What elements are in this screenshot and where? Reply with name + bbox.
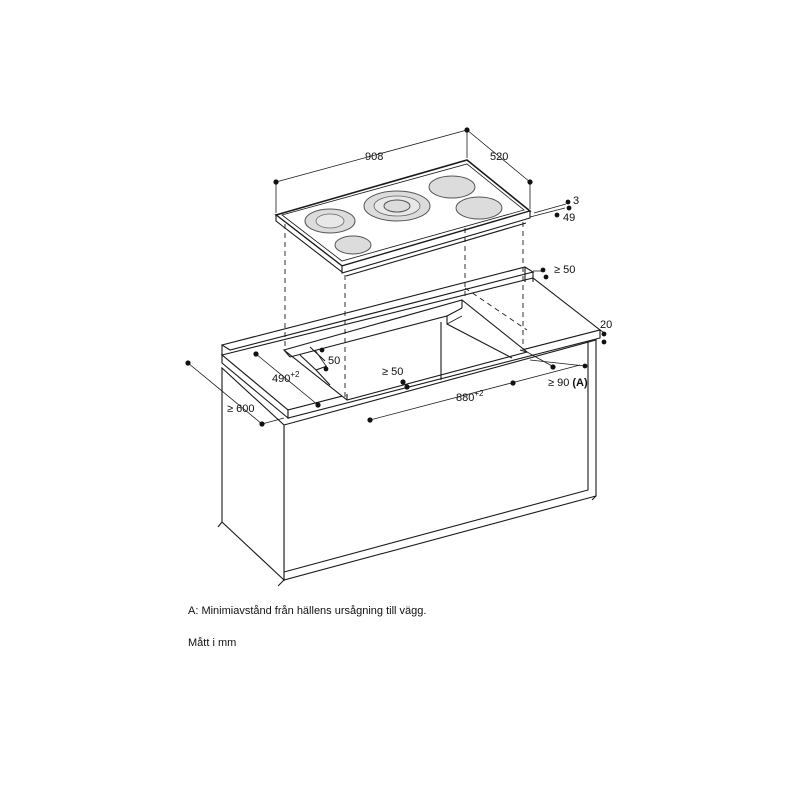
- label-hob-width: 908: [365, 151, 383, 163]
- label-hob-height: 49: [563, 212, 575, 224]
- label-cutout-width: 880+2: [456, 389, 484, 404]
- projection-lines: [284, 222, 528, 400]
- dimension-cutout-depth: 490+2: [253, 351, 321, 408]
- cooking-zone-right-front: [455, 196, 503, 220]
- label-front-clearance: ≥ 50: [382, 366, 403, 378]
- cooking-zone-left-small: [334, 235, 372, 255]
- dimension-hob-depth: 520: [466, 129, 533, 209]
- dimension-hob-thickness: 3 49: [529, 195, 579, 224]
- induction-hob: [274, 159, 532, 277]
- label-worktop-thickness: 20: [600, 319, 612, 331]
- cooking-zone-right-rear: [428, 175, 476, 199]
- note-units: Mått i mm: [188, 637, 237, 649]
- cabinet: [217, 339, 597, 587]
- label-glass-thickness: 3: [573, 195, 579, 207]
- dimension-wall-clearance: ≥ 90(A): [526, 351, 588, 389]
- label-rear-clearance: ≥ 50: [554, 264, 575, 276]
- cooking-zone-center: [363, 190, 431, 222]
- label-side-clearance: 50: [328, 355, 340, 367]
- dimension-side-clearance: 50: [314, 347, 340, 372]
- dimension-worktop-thickness: 20: [599, 319, 612, 345]
- dimension-hob-width: 908: [273, 127, 470, 213]
- note-a-minimum-distance: A: Minimiavstånd från hällens ursågning …: [188, 605, 427, 617]
- dimension-worktop-depth: ≥ 600: [185, 360, 285, 427]
- cooking-zone-left-large: [304, 208, 356, 234]
- label-cutout-depth: 490+2: [272, 370, 300, 385]
- label-worktop-depth: ≥ 600: [227, 403, 254, 415]
- label-wall-clearance: ≥ 90(A): [548, 377, 588, 389]
- dimension-front-clearance: ≥ 50: [382, 366, 410, 390]
- label-hob-depth: 520: [490, 151, 508, 163]
- dimension-rear-clearance: ≥ 50: [533, 264, 575, 280]
- dimension-cutout-width: 880+2: [367, 364, 581, 423]
